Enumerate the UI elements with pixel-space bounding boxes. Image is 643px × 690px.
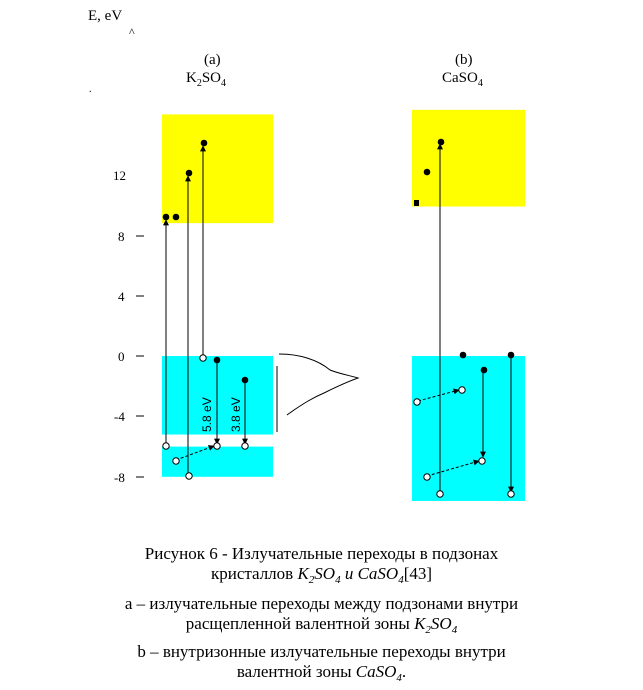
emission-spectrum-curve: [278, 353, 360, 416]
panel-b-states: [413, 138, 515, 498]
state-circle: [241, 442, 249, 450]
state-dot: [507, 351, 515, 359]
state-circle: [478, 457, 486, 465]
state-dot: [200, 139, 208, 147]
panel-b-conduction-band: [412, 109, 525, 207]
figure-caption-line-1: Рисунок 6 - Излучательные переходы в под…: [144, 544, 499, 563]
energy-axis-label: E, eV: [88, 8, 122, 24]
state-circle: [507, 490, 515, 498]
transition-b-dashed-2: [426, 459, 480, 477]
panel-b-valence-band: [412, 356, 525, 501]
band-diagram: E, eV ^ 12 8 4 0 -4 -8 . (a) K2SO4 (b) C…: [88, 8, 525, 501]
panel-b-transitions: [417, 143, 514, 493]
state-dot: [459, 351, 467, 359]
state-dot: [437, 138, 445, 146]
state-circle: [413, 398, 421, 406]
panel-b-formula: CaSO4: [442, 70, 483, 89]
panel-a-transitions: [163, 145, 248, 474]
transition-a-dashed: [175, 445, 215, 461]
panel-a-tag: (a): [204, 52, 221, 68]
tick-label-minus8: -8: [114, 470, 125, 485]
tick-label-minus4: -4: [114, 409, 125, 424]
energy-axis-arrow-icon: ^: [129, 25, 135, 39]
tick-label-4: 4: [118, 289, 125, 304]
state-dot: [480, 366, 488, 374]
state-circle: [172, 457, 180, 465]
caption-legend-a-line-2: расщепленной валентной зоны K2SO4: [185, 614, 458, 636]
gap-label-5-8: 5.8 eV: [200, 397, 214, 432]
energy-axis-ticks: 12 8 4 0 -4 -8: [113, 168, 144, 485]
state-dot: [423, 168, 431, 176]
panel-a-conduction-band: [162, 114, 273, 224]
panel-a-valence-band-lower: [162, 446, 273, 477]
transition-b-dashed-1: [417, 388, 460, 402]
tick-label-8: 8: [118, 229, 125, 244]
caption-legend-b-line-2: валентной зоны CaSO4.: [236, 662, 407, 684]
state-dot: [414, 200, 419, 206]
state-circle: [185, 472, 193, 480]
state-dot: [241, 376, 249, 384]
panel-b-tag: (b): [455, 52, 473, 68]
figure-caption-line-2: кристаллов K2SO4 и CaSO4[43]: [210, 564, 433, 586]
state-circle: [436, 490, 444, 498]
state-dot: [172, 213, 180, 221]
caption-legend-a-line-1: a – излучательные переходы между подзона…: [124, 594, 519, 613]
state-dot: [185, 169, 193, 177]
panel-a-formula: K2SO4: [186, 70, 226, 89]
state-circle: [199, 354, 207, 362]
state-circle: [213, 442, 221, 450]
state-dot: [213, 356, 221, 364]
state-circle: [162, 442, 170, 450]
tick-label-0: 0: [118, 349, 125, 364]
state-circle: [458, 386, 466, 394]
panel-a-states: [162, 139, 249, 480]
state-circle: [423, 473, 431, 481]
tick-label-12: 12: [113, 168, 126, 183]
state-dot: [162, 213, 170, 221]
gap-label-3-8: 3.8 eV: [229, 397, 243, 432]
stray-dot: .: [89, 84, 92, 95]
caption-legend-b-line-1: b – внутризонные излучательные переходы …: [137, 642, 506, 661]
